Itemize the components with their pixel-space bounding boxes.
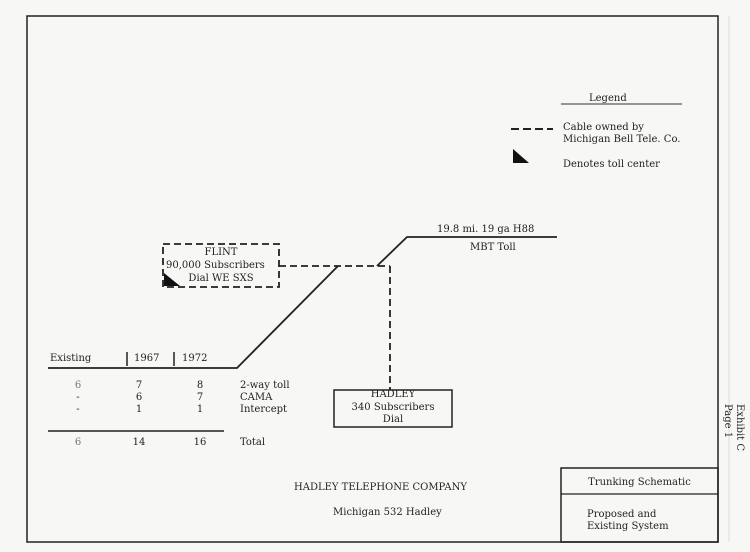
- title-block: [560, 467, 719, 543]
- flint-toll-center-icon: [164, 273, 180, 286]
- hadley-name: HADLEY: [370, 389, 416, 400]
- drawing-title: Trunking Schematic: [588, 477, 691, 488]
- company-name: HADLEY TELEPHONE COMPANY: [294, 482, 467, 493]
- cell: -: [76, 392, 80, 403]
- header-existing: Existing: [50, 353, 92, 364]
- description-line1: Proposed and: [587, 509, 657, 520]
- cell: 1: [196, 404, 204, 415]
- row-label: Intercept: [240, 404, 288, 415]
- total-cell: 16: [193, 437, 207, 448]
- hadley-type: Dial: [382, 414, 404, 425]
- cell: -: [76, 404, 80, 415]
- company-location: Michigan 532 Hadley: [333, 507, 442, 518]
- legend-cable-line1: Cable owned by: [563, 122, 644, 133]
- flint-subscribers: 90,000 Subscribers: [166, 260, 265, 271]
- toll-route-label: MBT Toll: [470, 242, 516, 253]
- toll-line: [376, 236, 557, 267]
- header-1967: 1967: [134, 353, 160, 364]
- total-label: Total: [240, 437, 266, 448]
- hadley-subscribers: 340 Subscribers: [351, 402, 435, 413]
- flint-type: Dial WE SXS: [188, 273, 254, 284]
- trunk-line: [48, 265, 339, 369]
- legend-toll-center: Denotes toll center: [563, 159, 660, 170]
- exhibit-label: Exhibit C: [734, 404, 745, 452]
- flint-name: FLINT: [204, 247, 238, 258]
- legend-title: Legend: [589, 93, 627, 104]
- toll-cable-spec: 19.8 mi. 19 ga H88: [437, 224, 535, 235]
- cell: 8: [196, 380, 204, 391]
- total-cell: 14: [132, 437, 146, 448]
- row-label: 2-way toll: [240, 380, 290, 391]
- toll-center-icon: [513, 149, 529, 163]
- exhibit-page: Page 1: [722, 404, 733, 439]
- cell: 1: [135, 404, 143, 415]
- cell: 7: [196, 392, 204, 403]
- cell: 6: [74, 380, 82, 391]
- header-1972: 1972: [182, 353, 208, 364]
- hadley-box: [333, 389, 453, 428]
- cell: 6: [135, 392, 143, 403]
- page-frame: [26, 15, 719, 543]
- legend-cable-line2: Michigan Bell Tele. Co.: [563, 134, 681, 145]
- cell: 7: [135, 380, 143, 391]
- description-line2: Existing System: [587, 521, 669, 532]
- total-cell: 6: [74, 437, 82, 448]
- row-label: CAMA: [240, 392, 273, 403]
